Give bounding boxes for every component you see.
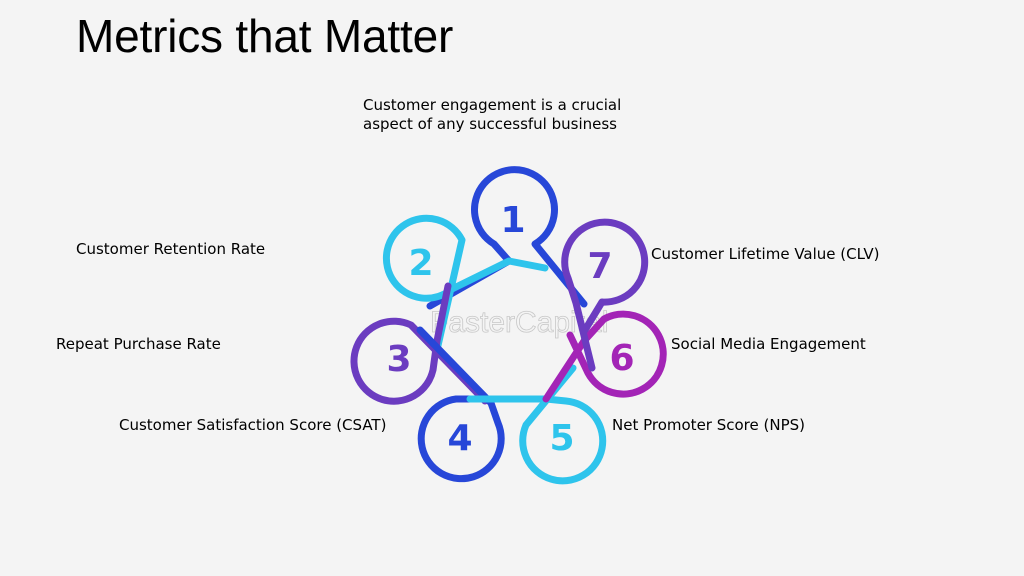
node-2-stroke	[382, 214, 549, 354]
node-4-number: 4	[447, 418, 472, 459]
node-5-number: 5	[549, 418, 574, 459]
metric-label-social-media: Social Media Engagement	[671, 335, 866, 353]
page-title: Metrics that Matter	[76, 10, 454, 62]
node-3-stroke	[350, 282, 489, 405]
node-7-stroke	[561, 218, 649, 372]
node-3-number: 3	[386, 339, 411, 380]
metric-label-repeat-purchase: Repeat Purchase Rate	[56, 335, 221, 353]
node-1-stroke	[426, 166, 588, 310]
metric-label-nps: Net Promoter Score (NPS)	[612, 416, 806, 434]
intro-text: Customer engagement is a crucial aspect …	[363, 96, 622, 133]
node-4-stroke	[416, 326, 552, 483]
metric-label-clv: Customer Lifetime Value (CLV)	[651, 245, 880, 263]
node-6-stroke	[542, 310, 667, 403]
node-6-number: 6	[609, 338, 634, 379]
node-5-stroke	[466, 364, 607, 485]
metric-label-retention: Customer Retention Rate	[76, 240, 266, 258]
node-7-number: 7	[587, 246, 612, 287]
node-1-number: 1	[500, 200, 525, 241]
node-2-number: 2	[408, 243, 433, 284]
metric-label-csat: Customer Satisfaction Score (CSAT)	[119, 416, 387, 434]
